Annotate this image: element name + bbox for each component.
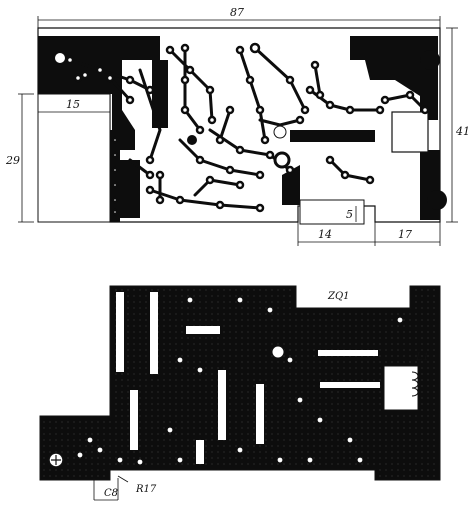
dim-right-height: 41 <box>455 125 470 138</box>
dim-left-inner-width: 15 <box>66 98 80 111</box>
top-board-view: 87 15 29 41 5 14 17 <box>5 6 470 246</box>
coil-symbol <box>411 371 419 397</box>
top-mount-hole-left <box>53 51 67 65</box>
top-pads <box>65 42 430 216</box>
label-l1: L1 <box>415 352 429 363</box>
bottom-trimmer-cross <box>51 455 61 465</box>
top-mount-hole-right2 <box>427 190 447 210</box>
label-c8: C8 <box>104 488 118 499</box>
label-zq1: ZQ1 <box>327 291 350 302</box>
bottom-right-outline <box>383 365 419 411</box>
top-right-component-outline <box>391 111 429 153</box>
top-copper-left-block <box>38 36 160 150</box>
dim-left-height: 29 <box>5 154 20 167</box>
top-ring-pad <box>273 125 287 139</box>
top-mount-hole-right <box>420 50 440 70</box>
dim-bottom-notch-width: 14 <box>318 228 332 241</box>
top-dimension-lines <box>18 16 458 246</box>
dim-bottom-right-width: 17 <box>398 228 412 241</box>
bottom-pads <box>77 297 403 465</box>
bottom-ring-pad <box>271 345 285 359</box>
top-bottom-component-outline <box>299 199 365 225</box>
dim-notch-height: 5 <box>346 208 353 221</box>
top-ring-pad-2 <box>273 151 291 169</box>
top-left-connector <box>37 93 111 223</box>
top-copper-mid-strip <box>290 130 375 142</box>
top-copper-lower-right <box>282 165 300 205</box>
top-copper-right-block <box>300 36 438 120</box>
top-left-connector-strip <box>110 130 120 222</box>
bottom-board-body <box>39 285 441 481</box>
top-copper-mid-vert <box>152 60 168 128</box>
dim-top-width: 87 <box>230 6 244 19</box>
bottom-leader-lines <box>93 475 129 501</box>
label-r17: R17 <box>135 484 157 495</box>
bottom-board-view: ZQ1 L1 C8 R17 <box>39 285 441 501</box>
top-cross-pad <box>187 135 197 145</box>
